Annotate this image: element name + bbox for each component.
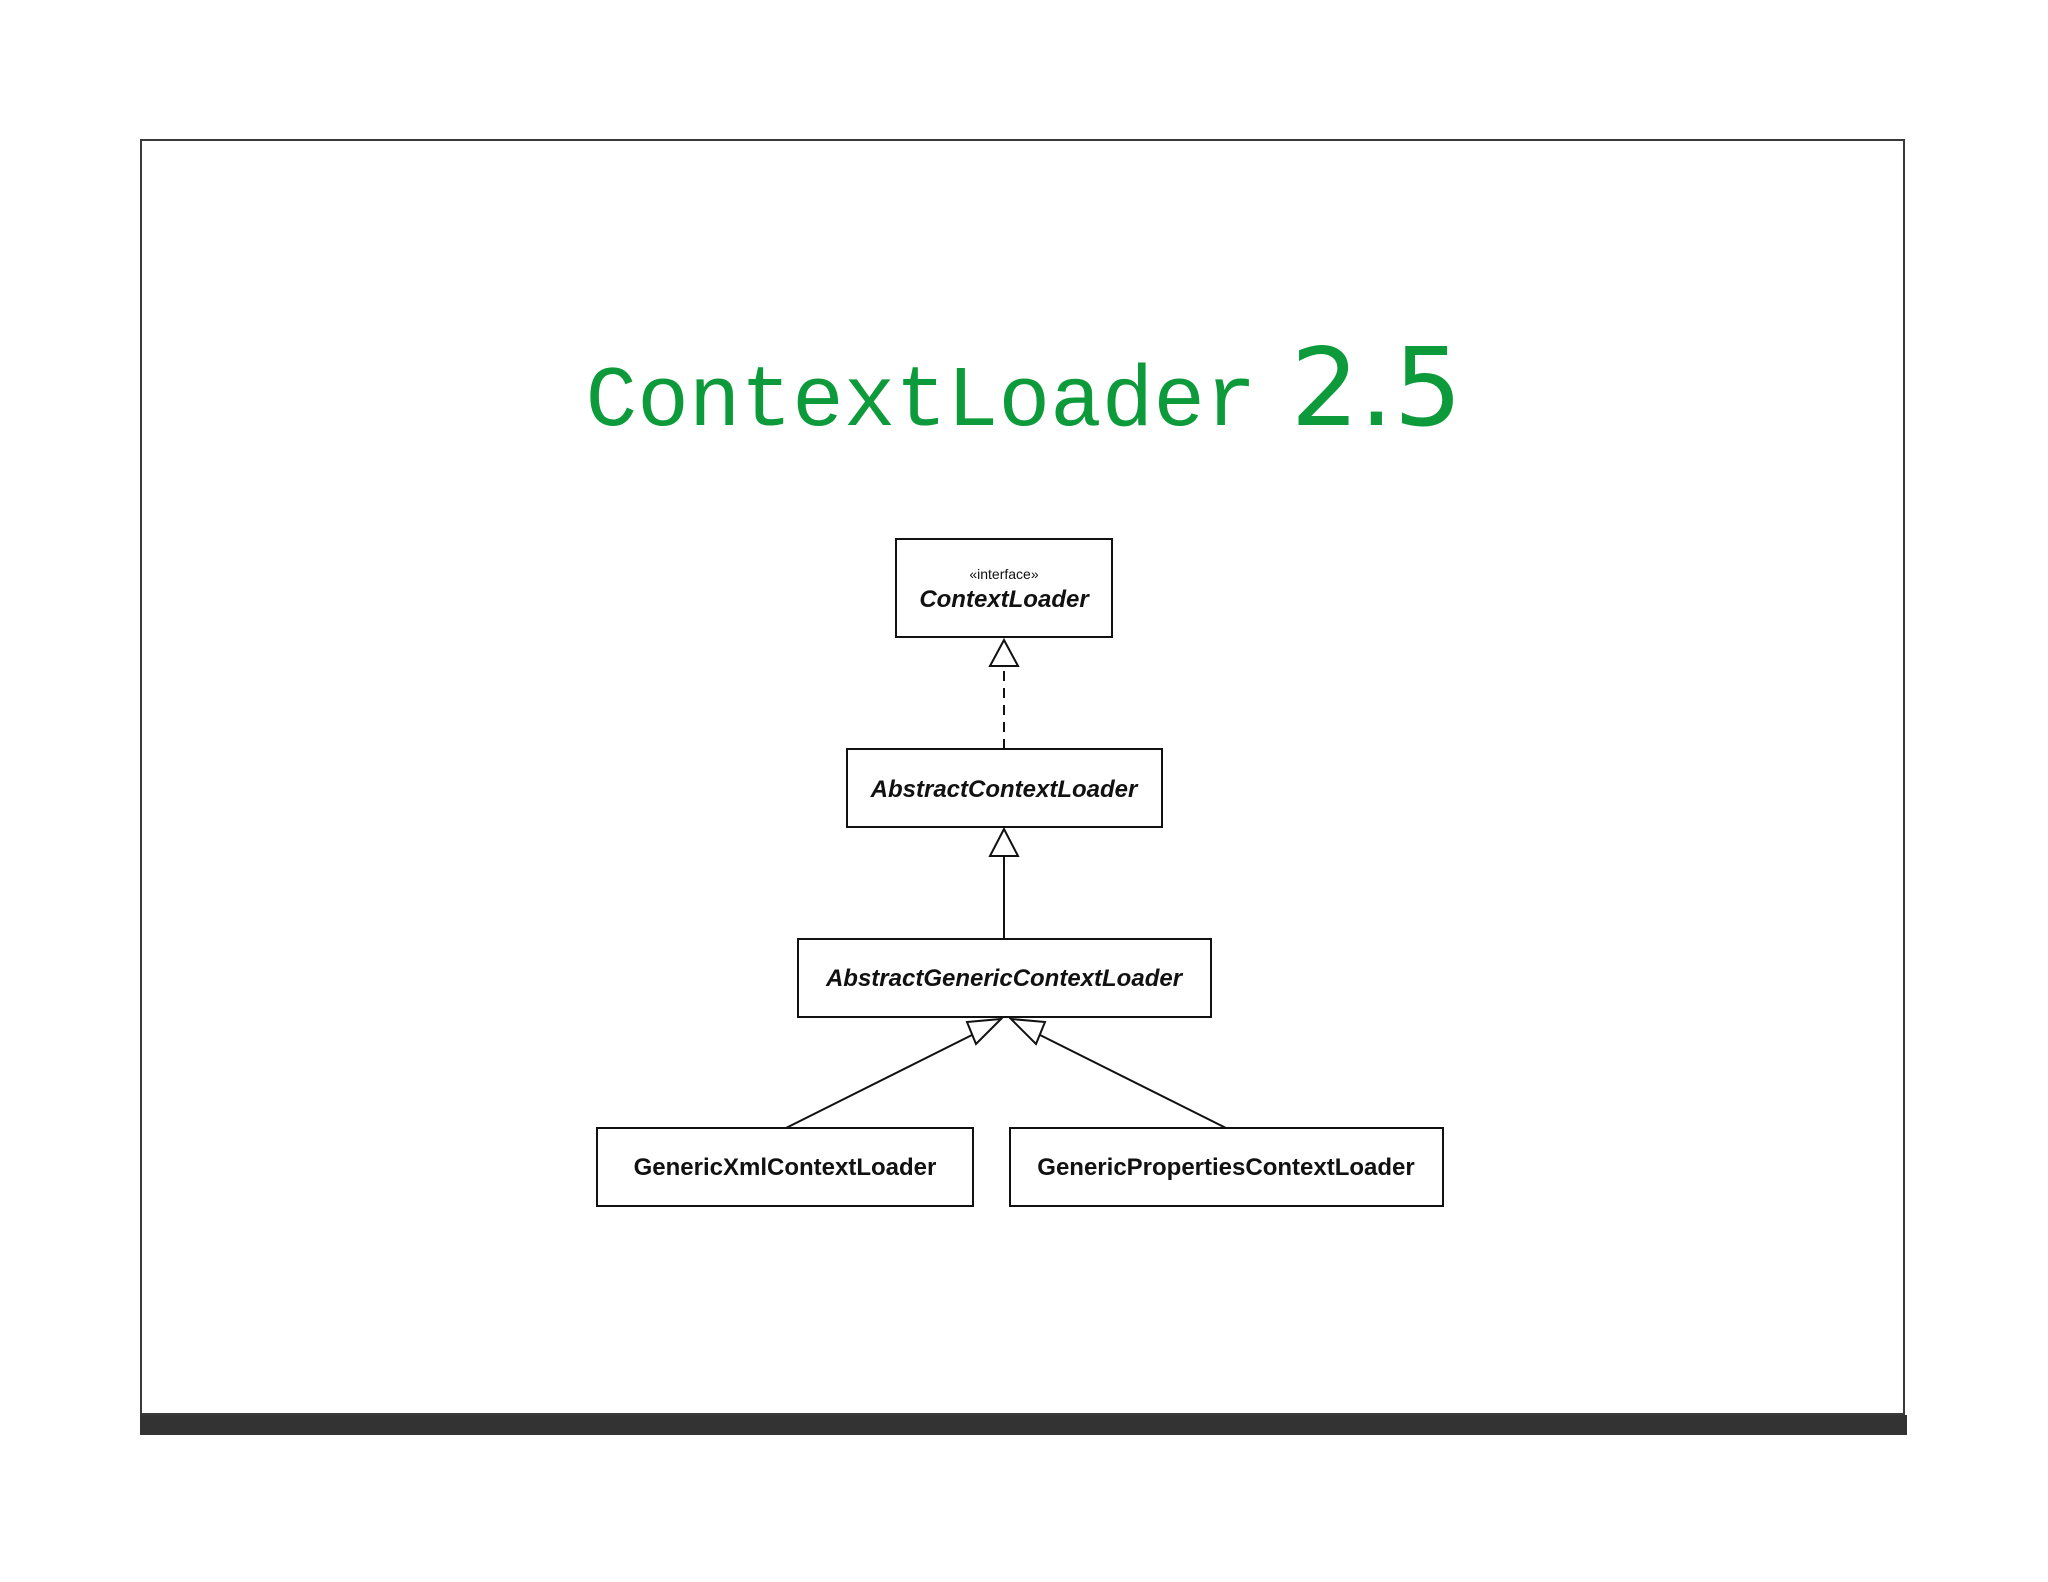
generalization-edge-properties <box>1035 1032 1227 1129</box>
node-context-loader-label: ContextLoader <box>919 586 1090 613</box>
node-context-loader: «interface» ContextLoader <box>895 538 1113 638</box>
generalization-edge-xml <box>785 1032 977 1129</box>
node-context-loader-stereotype: «interface» <box>969 566 1038 582</box>
node-generic-xml-context-loader-label: GenericXmlContextLoader <box>634 1154 937 1181</box>
node-abstract-generic-context-loader-label: AbstractGenericContextLoader <box>825 965 1184 992</box>
node-abstract-context-loader-label: AbstractContextLoader <box>870 776 1139 803</box>
title-class-name: ContextLoader <box>585 353 1257 451</box>
node-abstract-generic-context-loader: AbstractGenericContextLoader <box>797 938 1212 1018</box>
node-abstract-context-loader: AbstractContextLoader <box>846 748 1163 828</box>
generalization-arrowhead-xml <box>965 1017 1004 1046</box>
slide-bottom-bar <box>140 1415 1907 1435</box>
title-version: 2.5 <box>1290 326 1463 451</box>
node-generic-xml-context-loader: GenericXmlContextLoader <box>596 1127 974 1207</box>
realization-arrowhead <box>988 637 1020 667</box>
generalization-arrowhead-properties <box>1008 1017 1047 1046</box>
node-generic-properties-context-loader-label: GenericPropertiesContextLoader <box>1037 1154 1414 1181</box>
node-generic-properties-context-loader: GenericPropertiesContextLoader <box>1009 1127 1444 1207</box>
generalization-arrowhead-abstract <box>988 826 1020 857</box>
